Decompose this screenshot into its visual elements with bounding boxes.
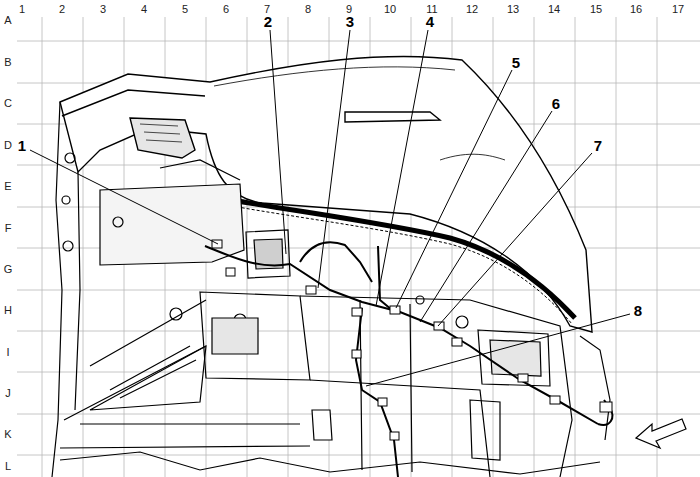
grid-row-letter: G — [2, 264, 15, 275]
grid-column-number: 1 — [17, 4, 27, 15]
leader-lines — [270, 30, 286, 254]
grid-column-number: 12 — [464, 4, 480, 15]
connector-clips — [352, 350, 361, 358]
connector-clips — [378, 398, 387, 406]
wiring-harness — [598, 400, 612, 425]
body-structure — [416, 296, 424, 304]
grid-row-letter: E — [2, 181, 13, 192]
callout-number: 3 — [344, 14, 356, 29]
callout-number: 1 — [16, 138, 28, 153]
grid-column-number: 3 — [98, 4, 108, 15]
wiring-harness — [356, 308, 398, 477]
body-structure — [200, 292, 310, 380]
connector-clips — [306, 286, 316, 294]
grid-row-letter: L — [3, 461, 13, 472]
grid-row-letter: J — [3, 388, 13, 399]
liftgate-panel — [60, 56, 592, 332]
grid-column-number: 5 — [180, 4, 190, 15]
body-structure — [310, 380, 490, 477]
callout-number: 8 — [632, 303, 644, 318]
body-structure — [65, 153, 75, 163]
body-structure — [62, 196, 70, 204]
view-direction-arrow — [636, 419, 686, 448]
grid-column-number: 17 — [670, 4, 686, 15]
connector-clips — [550, 396, 560, 404]
body-structure — [52, 102, 62, 477]
grid-column-number: 4 — [139, 4, 149, 15]
grid-row-letter: D — [2, 140, 14, 151]
callout-number: 6 — [550, 96, 562, 111]
wiring-harness — [205, 242, 612, 477]
body-structure — [110, 346, 196, 398]
body-structure — [52, 102, 610, 477]
liftgate-panel — [130, 118, 195, 158]
grid-column-number: 14 — [546, 4, 562, 15]
view-direction-arrow — [636, 419, 686, 448]
liftgate-panel — [62, 90, 205, 116]
body-structure — [75, 172, 80, 410]
grid-row-letter: F — [3, 223, 14, 234]
connector-clips — [390, 432, 399, 440]
leader-lines — [366, 314, 630, 386]
reference-grid — [17, 41, 700, 455]
grid-row-letter: A — [2, 15, 13, 26]
body-structure — [90, 346, 206, 410]
body-structure — [246, 230, 290, 278]
body-structure — [60, 300, 310, 448]
leader-lines — [30, 150, 218, 244]
body-structure — [113, 217, 123, 227]
callout-number: 7 — [592, 138, 604, 153]
grid-column-number: 2 — [57, 4, 67, 15]
connector-clips — [226, 268, 235, 276]
leader-lines — [30, 30, 630, 386]
grid-column-number: 8 — [303, 4, 313, 15]
leader-lines — [318, 30, 350, 288]
grid-column-number: 13 — [505, 4, 521, 15]
leader-lines — [438, 153, 592, 326]
callout-number: 5 — [510, 55, 522, 70]
body-structure — [60, 452, 600, 474]
grid-row-letter: K — [2, 429, 13, 440]
grid-row-letter: H — [2, 305, 14, 316]
connector-clips — [452, 338, 462, 346]
connector-clips — [212, 240, 612, 440]
wiring-harness — [205, 246, 598, 424]
liftgate-panel — [140, 124, 182, 142]
liftgate-panel — [60, 56, 592, 332]
grid-row-letter: I — [4, 347, 11, 358]
body-structure — [312, 410, 332, 440]
reference-grid — [42, 17, 657, 477]
grid-column-number: 15 — [588, 4, 604, 15]
grid-column-number: 6 — [221, 4, 231, 15]
body-structure — [470, 400, 500, 460]
connector-clips — [390, 306, 400, 314]
grid-column-number: 10 — [382, 4, 398, 15]
body-structure — [456, 316, 468, 328]
leader-lines — [420, 111, 552, 322]
connector-clips — [352, 308, 362, 316]
connector-clips — [434, 322, 444, 330]
connector-clips — [518, 374, 528, 382]
body-structure — [63, 241, 73, 251]
callout-number: 2 — [262, 14, 274, 29]
grid-row-letter: B — [2, 57, 13, 68]
body-structure — [212, 318, 258, 354]
grid-row-letter: C — [2, 98, 14, 109]
callout-number: 4 — [424, 14, 436, 29]
liftgate-panel — [345, 112, 440, 122]
liftgate-panel — [440, 154, 505, 160]
wiring-harness — [300, 242, 372, 282]
grid-column-number: 16 — [628, 4, 644, 15]
leader-lines — [376, 30, 428, 306]
reference-grid — [17, 17, 700, 477]
connector-clips — [600, 402, 612, 412]
body-structure — [160, 160, 240, 180]
leader-lines — [396, 70, 512, 308]
